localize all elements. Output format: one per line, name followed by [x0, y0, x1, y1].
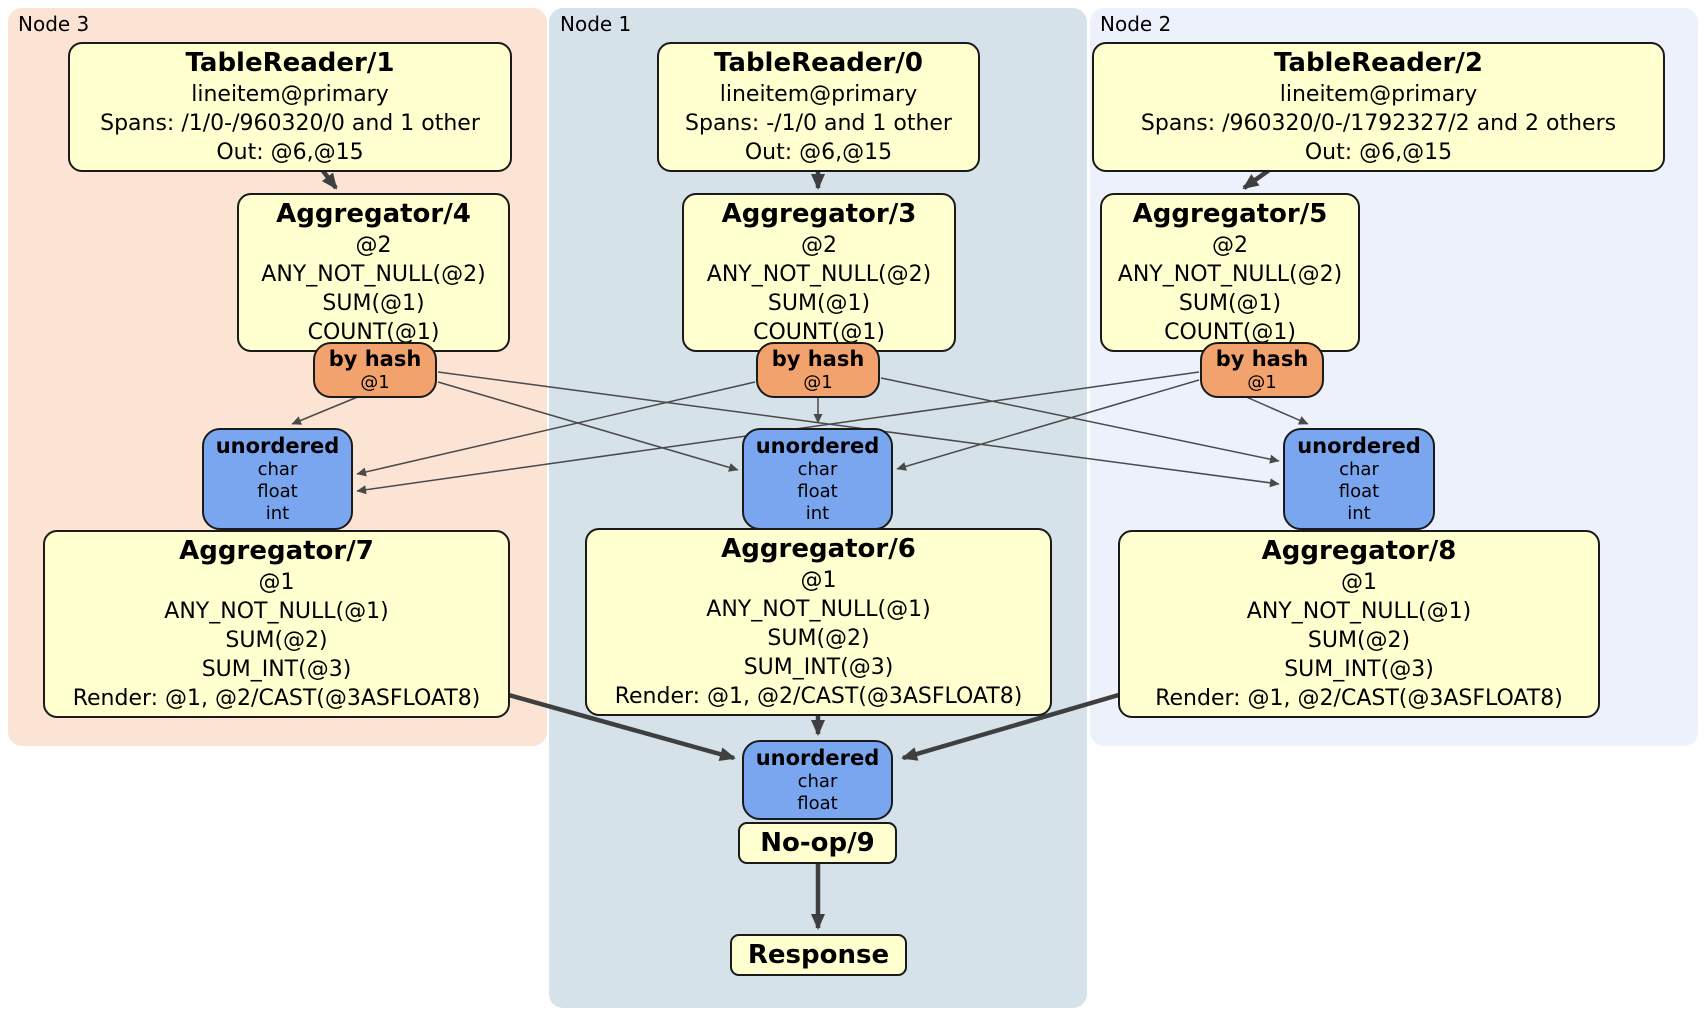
processor-aggregator-6: Aggregator/6 @1 ANY_NOT_NULL(@1) SUM(@2)…	[585, 528, 1052, 716]
processor-out: Out: @6,@15	[1304, 140, 1453, 165]
node1-label: Node 1	[560, 12, 632, 36]
sync-title: unordered	[755, 434, 880, 458]
node2-label: Node 2	[1100, 12, 1172, 36]
router-title: by hash	[1215, 347, 1309, 371]
processor-spans: Spans: /1/0-/960320/0 and 1 other	[100, 111, 480, 136]
processor-agg-fn: SUM_INT(@3)	[1284, 657, 1434, 682]
router-by-hash-node2: by hash @1	[1200, 342, 1324, 398]
processor-agg-fn: ANY_NOT_NULL(@2)	[261, 262, 486, 287]
edge-router1-sync3	[356, 381, 756, 477]
response-box: Response	[730, 934, 907, 976]
processor-agg-fn: ANY_NOT_NULL(@1)	[164, 599, 389, 624]
sync-unordered-node1: unordered char float int	[742, 428, 893, 530]
sync-unordered-final: unordered char float	[742, 740, 893, 820]
router-title: by hash	[771, 347, 865, 371]
processor-render: Render: @1, @2/CAST(@3ASFLOAT8)	[1155, 686, 1563, 711]
sync-title: unordered	[215, 434, 340, 458]
processor-aggregator-7: Aggregator/7 @1 ANY_NOT_NULL(@1) SUM(@2)…	[43, 530, 510, 718]
processor-aggregator-8: Aggregator/8 @1 ANY_NOT_NULL(@1) SUM(@2)…	[1118, 530, 1600, 718]
processor-title: Aggregator/8	[1261, 536, 1457, 566]
processor-agg-fn: ANY_NOT_NULL(@1)	[706, 597, 931, 622]
processor-agg-fn: ANY_NOT_NULL(@2)	[1117, 262, 1343, 287]
sync-column-type: char	[1339, 459, 1379, 480]
edge-router2-sync2	[1243, 395, 1309, 425]
processor-title: TableReader/1	[185, 48, 395, 78]
edge-router1-sync2	[880, 377, 1280, 464]
processor-group-cols: @2	[355, 233, 392, 258]
processor-spans: Spans: /960320/0-/1792327/2 and 2 others	[1140, 111, 1617, 136]
processor-title: Aggregator/6	[721, 534, 916, 564]
processor-agg-fn: SUM(@1)	[767, 291, 871, 316]
processor-group-cols: @2	[1212, 233, 1248, 258]
processor-agg-fn: SUM(@2)	[225, 628, 328, 653]
router-by-hash-node1: by hash @1	[756, 342, 880, 398]
processor-title: Aggregator/7	[179, 536, 374, 566]
sync-unordered-node2: unordered char float int	[1283, 428, 1435, 530]
sync-column-type: float	[1338, 481, 1380, 502]
processor-agg-fn: COUNT(@1)	[753, 320, 885, 345]
processor-out: Out: @6,@15	[744, 140, 893, 165]
processor-title: Aggregator/5	[1132, 199, 1328, 229]
processor-index: lineitem@primary	[191, 82, 389, 107]
sync-column-type: char	[797, 459, 838, 480]
processor-group-cols: @1	[800, 568, 837, 593]
edge-router2-sync1	[896, 379, 1200, 471]
processor-group-cols: @1	[258, 570, 295, 595]
node3-label: Node 3	[18, 12, 90, 36]
router-columns: @1	[1247, 372, 1277, 393]
sync-unordered-node3: unordered char float int	[202, 428, 353, 530]
processor-title: Aggregator/4	[276, 199, 471, 229]
processor-title: Aggregator/3	[721, 199, 917, 229]
processor-agg-fn: COUNT(@1)	[1164, 320, 1296, 345]
edge-aggregator8-final-sync	[901, 691, 1123, 761]
sync-column-type: float	[797, 481, 838, 502]
processor-agg-fn: SUM(@2)	[767, 626, 870, 651]
sync-column-type: char	[797, 771, 838, 792]
processor-agg-fn: ANY_NOT_NULL(@2)	[706, 262, 932, 287]
processor-group-cols: @1	[1341, 570, 1377, 595]
processor-agg-fn: SUM_INT(@3)	[743, 655, 894, 680]
processor-aggregator-4: Aggregator/4 @2 ANY_NOT_NULL(@2) SUM(@1)…	[237, 193, 510, 352]
sync-column-type: char	[257, 459, 298, 480]
router-columns: @1	[803, 372, 833, 393]
edge-router3-sync3	[291, 395, 361, 425]
sync-column-type: float	[257, 481, 298, 502]
processor-group-cols: @2	[801, 233, 837, 258]
processor-noop-9: No-op/9	[738, 822, 897, 864]
processor-spans: Spans: -/1/0 and 1 other	[685, 111, 952, 136]
sync-column-type: int	[805, 503, 830, 524]
edge-router3-sync1	[437, 381, 739, 472]
processor-agg-fn: SUM_INT(@3)	[201, 657, 352, 682]
sync-column-type: float	[797, 793, 838, 814]
processor-render: Render: @1, @2/CAST(@3ASFLOAT8)	[72, 686, 481, 711]
router-columns: @1	[360, 372, 390, 393]
router-title: by hash	[328, 347, 422, 371]
sync-title: unordered	[1297, 434, 1421, 458]
processor-index: lineitem@primary	[1279, 82, 1478, 107]
processor-tablereader-2: TableReader/2 lineitem@primary Spans: /9…	[1092, 42, 1665, 172]
processor-aggregator-5: Aggregator/5 @2 ANY_NOT_NULL(@2) SUM(@1)…	[1100, 193, 1360, 352]
sync-column-type: int	[265, 503, 290, 524]
processor-agg-fn: SUM(@1)	[322, 291, 425, 316]
processor-agg-fn: ANY_NOT_NULL(@1)	[1246, 599, 1472, 624]
processor-out: Out: @6,@15	[216, 140, 364, 165]
processor-index: lineitem@primary	[719, 82, 918, 107]
processor-tablereader-1: TableReader/1 lineitem@primary Spans: /1…	[68, 42, 512, 172]
processor-aggregator-3: Aggregator/3 @2 ANY_NOT_NULL(@2) SUM(@1)…	[682, 193, 956, 352]
processor-agg-fn: SUM(@2)	[1307, 628, 1411, 653]
processor-agg-fn: COUNT(@1)	[307, 320, 440, 345]
sync-title: unordered	[755, 746, 880, 770]
processor-agg-fn: SUM(@1)	[1178, 291, 1282, 316]
processor-render: Render: @1, @2/CAST(@3ASFLOAT8)	[614, 684, 1023, 709]
router-by-hash-node3: by hash @1	[313, 342, 437, 398]
edge-aggregator7-final-sync	[504, 691, 736, 761]
processor-title: TableReader/0	[714, 48, 923, 78]
sync-column-type: int	[1347, 503, 1371, 524]
processor-tablereader-0: TableReader/0 lineitem@primary Spans: -/…	[657, 42, 980, 172]
processor-title: TableReader/2	[1274, 48, 1483, 78]
